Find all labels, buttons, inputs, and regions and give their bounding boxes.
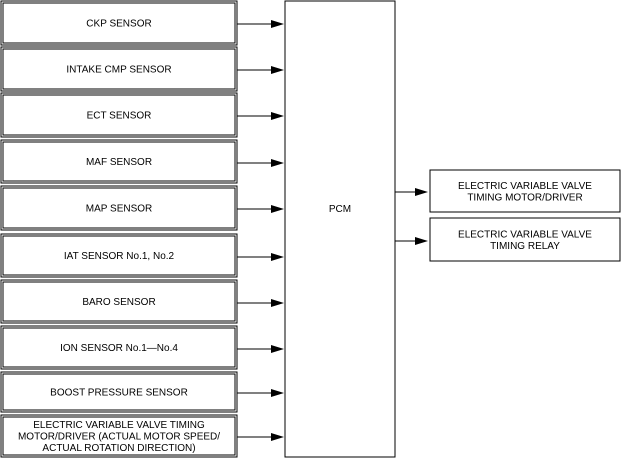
output-actuator-box-label-line: TIMING RELAY (490, 241, 560, 252)
input-sensor-box-inner-frame (2, 48, 236, 90)
input-sensor-box: ELECTRIC VARIABLE VALVE TIMINGMOTOR/DRIV… (0, 414, 238, 458)
input-sensor-box-label-line: INTAKE CMP SENSOR (66, 65, 171, 76)
input-sensor-box-frame (0, 92, 238, 138)
input-sensor-box-label-line: MOTOR/DRIVER (ACTUAL MOTOR SPEED/ (18, 432, 220, 443)
input-sensor-box-label-line: ECT SENSOR (87, 111, 152, 122)
input-arrow-arrowhead (271, 253, 284, 261)
output-actuator-box-label-line: ELECTRIC VARIABLE VALVE (458, 229, 592, 240)
input-sensor-box-label-line: ION SENSOR No.1—No.4 (60, 343, 178, 354)
input-arrow-arrowhead (271, 112, 284, 120)
input-sensor-box-frame (0, 0, 238, 46)
input-sensor-box-inner-frame (2, 235, 236, 276)
input-sensor-box-inner-frame (2, 2, 236, 44)
input-sensor-box: INTAKE CMP SENSOR (0, 46, 238, 92)
input-sensor-box: ECT SENSOR (0, 92, 238, 138)
input-arrow-arrowhead (271, 345, 284, 353)
output-actuator-box-label-line: TIMING MOTOR/DRIVER (467, 192, 582, 203)
input-sensor-box: CKP SENSOR (0, 0, 238, 46)
input-sensor-box-frame (0, 325, 238, 370)
input-sensor-box-frame (0, 233, 238, 278)
input-sensor-box-label-line: ACTUAL ROTATION DIRECTION) (42, 443, 195, 454)
input-sensor-box-label-line: MAF SENSOR (86, 157, 152, 168)
input-arrows (237, 20, 284, 441)
output-actuator-box-frame (429, 169, 621, 213)
output-arrows (395, 188, 428, 245)
input-sensor-box-frame (0, 279, 238, 324)
input-sensor-box-label-line: CKP SENSOR (86, 19, 151, 30)
pcm-label: PCM (329, 204, 351, 215)
output-arrow-arrowhead (415, 237, 428, 245)
input-sensor-box: IAT SENSOR No.1, No.2 (0, 233, 238, 278)
pcm-block: PCM (284, 0, 396, 458)
input-sensor-box: ION SENSOR No.1—No.4 (0, 325, 238, 370)
input-sensor-box: MAF SENSOR (0, 139, 238, 184)
input-sensor-box-label-line: MAP SENSOR (86, 204, 153, 215)
input-sensor-box: BOOST PRESSURE SENSOR (0, 371, 238, 413)
input-sensor-box-inner-frame (2, 373, 236, 411)
input-arrow-arrowhead (271, 66, 284, 74)
input-arrow-arrowhead (271, 389, 284, 397)
input-arrow-arrowhead (271, 299, 284, 307)
input-sensor-box-inner-frame (2, 281, 236, 322)
input-sensor-box-label-line: IAT SENSOR No.1, No.2 (64, 251, 175, 262)
input-sensor-box-label-line: BOOST PRESSURE SENSOR (50, 388, 188, 399)
input-sensor-box-label-line: ELECTRIC VARIABLE VALVE TIMING (33, 420, 205, 431)
pcm-box (284, 0, 396, 458)
input-sensor-box-frame (0, 414, 238, 458)
input-arrow-arrowhead (271, 433, 284, 441)
input-sensor-box: BARO SENSOR (0, 279, 238, 324)
input-sensor-box-frame (0, 46, 238, 92)
input-sensor-box-inner-frame (2, 327, 236, 368)
input-sensor-box: MAP SENSOR (0, 185, 238, 231)
output-arrow-arrowhead (415, 188, 428, 196)
input-sensor-box-label-line: BARO SENSOR (82, 297, 155, 308)
input-sensors: CKP SENSOR INTAKE CMP SENSOR ECT SENSOR MAF… (0, 0, 238, 458)
input-sensor-box-inner-frame (2, 94, 236, 136)
input-sensor-box-frame (0, 139, 238, 184)
input-sensor-box-frame (0, 371, 238, 413)
input-arrow-arrowhead (271, 205, 284, 213)
output-actuator-box-frame (429, 217, 621, 262)
input-sensor-box-frame (0, 185, 238, 231)
output-actuator-box-label-line: ELECTRIC VARIABLE VALVE (458, 181, 592, 192)
input-arrow-arrowhead (271, 159, 284, 167)
input-sensor-box-inner-frame (2, 416, 236, 456)
input-arrow-arrowhead (271, 20, 284, 28)
input-sensor-box-inner-frame (2, 187, 236, 229)
input-sensor-box-inner-frame (2, 141, 236, 182)
